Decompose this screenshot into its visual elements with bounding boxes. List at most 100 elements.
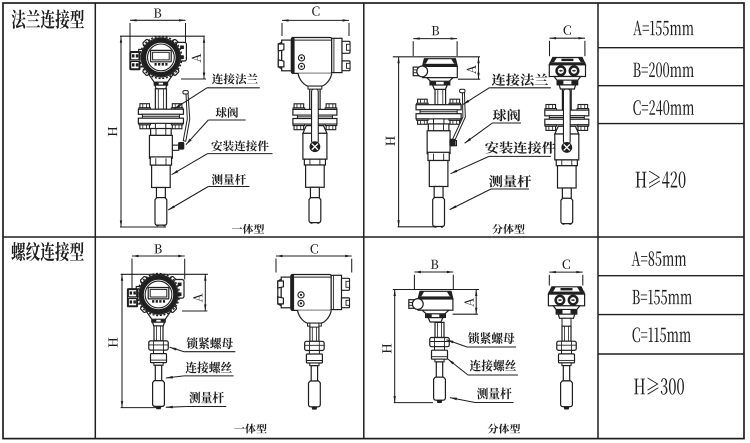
sshead-collar [558,84,577,90]
label-flange-1-leader [174,87,260,110]
box-clip-bottom [277,296,284,305]
lever-bar-side [562,88,571,145]
lever-bar-side [310,88,319,145]
d2-mount [304,164,325,199]
arrowhead [447,359,455,365]
arrowhead [393,396,396,403]
box-cover [290,36,333,75]
shead-lid-band [422,63,458,67]
dim-letter-A-string: A [192,286,203,301]
drawing-thread-split-side: C [547,259,586,410]
drawing-flange-split-front: BHA [385,26,481,228]
bezel-ring [141,38,180,77]
arrowhead [165,375,173,379]
label-mount-1-group: 安装连接件 [171,140,273,176]
bolt-head [293,103,305,109]
d1-valve [148,127,180,166]
arrowhead [120,401,124,408]
arrowhead [449,397,458,401]
dimension: H [108,274,124,408]
box-button-dot [300,56,303,60]
terminal-screw [133,291,136,295]
d1-flange [137,103,185,130]
lcd-mark [159,300,162,303]
arrowhead [413,37,420,40]
mount-connector [304,164,325,199]
probe-foot [310,222,313,224]
valve-front [148,127,180,166]
shead-gland-circle [416,65,429,78]
probe-body [560,380,573,408]
measuring-probe [308,197,322,224]
label-valve-2-leader [464,122,521,144]
terminal-screw [129,300,133,304]
d7-head [408,290,454,323]
label-locknut-1-group: 锁紧螺母 [169,337,236,353]
shead-gland-circle [411,297,424,310]
d3-probe [432,196,446,228]
bolt-nut [545,125,557,131]
sshead-lid-band [549,62,586,65]
bolt-nut [139,124,151,130]
d8-stack [556,325,577,382]
arrowhead [446,270,454,274]
label-screw-1-text: 连接螺丝 [185,361,232,374]
ext-lines [120,273,208,409]
measuring-probe [154,197,168,227]
sshead-band-dark [571,80,578,85]
box-clip-bottom [277,59,285,68]
shead-neck [425,77,455,82]
dimension: A [192,274,207,311]
flange-front [415,98,462,125]
bezel-knurl [136,272,181,317]
dim-value-a1: A=155mm [633,20,694,36]
lcd-mark [165,63,168,66]
table-border [2,2,745,440]
label-valve-2-text: 球阀 [492,108,521,122]
dimension: A [464,289,478,315]
lcd-mark [152,300,155,303]
lever-grip [449,138,456,147]
label-flange-1-group: 连接法兰 [174,73,260,110]
arrowhead [120,274,124,281]
tstack-pipe [561,325,572,342]
dim-value-h2: H≥300 [634,377,684,395]
arrowhead [578,37,585,40]
probe-tip [563,406,570,410]
thread-stack [148,325,169,382]
dim-letter-B: B [153,8,162,18]
screw-cross [311,143,319,151]
arrowhead [464,138,472,144]
measuring-probe [560,380,573,410]
shead-neck-dark [443,81,450,85]
arrowhead [202,36,206,43]
bolt-nut [293,125,305,131]
tstack-rod [154,364,163,382]
d8-probe [560,380,573,410]
caption-integrated-top: 一体型 [231,223,265,234]
label-locknut-2-text: 锁紧螺母 [468,332,515,345]
display-head [126,272,185,327]
d5-head [126,272,185,327]
label-mount-2-group: 安装连接件 [450,141,556,175]
thread-stack [429,321,450,378]
lcd-inner [149,288,168,298]
leader-line [449,188,492,211]
label-locknut-1-text: 锁紧螺母 [186,337,234,350]
leader-line [167,186,209,211]
caption-integrated-bottom: 一体型 [234,423,267,434]
valve-screw-assy [561,142,573,153]
d3-flange [415,98,462,125]
mount-cylinder [150,164,171,189]
probe-foot [156,224,159,227]
drawing-thread-integrated-side: C [275,244,353,410]
sshead-lid-wedge [549,286,557,292]
thread-stack [304,325,325,382]
arrowhead [462,99,470,105]
dimension: C [281,6,350,36]
pipe-outer [434,88,447,106]
probe-body [432,196,446,228]
sshead-band-dark [570,309,577,314]
sshead-band-dark [556,309,563,314]
arrowhead [179,19,186,22]
